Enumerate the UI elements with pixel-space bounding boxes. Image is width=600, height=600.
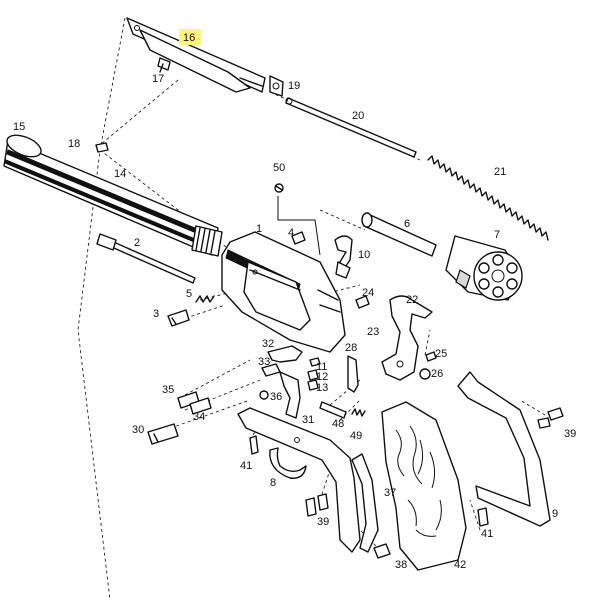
frame-part[interactable] xyxy=(221,231,346,353)
label-49[interactable]: 49 xyxy=(350,430,362,442)
bolt-part[interactable] xyxy=(267,345,303,363)
label-32[interactable]: 32 xyxy=(262,338,274,350)
label-31[interactable]: 31 xyxy=(302,414,314,426)
hammer-screw-part[interactable] xyxy=(419,368,431,380)
ejector-rod-part[interactable] xyxy=(285,97,417,158)
label-35[interactable]: 35 xyxy=(162,384,174,396)
label-39-lower[interactable]: 39 xyxy=(317,516,329,528)
label-24[interactable]: 24 xyxy=(362,287,374,299)
label-3[interactable]: 3 xyxy=(153,308,159,320)
grip-screw-part[interactable] xyxy=(373,543,391,559)
label-6[interactable]: 6 xyxy=(404,218,410,230)
label-25[interactable]: 25 xyxy=(435,348,447,360)
label-34[interactable]: 34 xyxy=(193,411,205,423)
front-sight-pin-part[interactable] xyxy=(95,142,109,153)
grip-panel-part[interactable] xyxy=(381,401,467,571)
label-30[interactable]: 30 xyxy=(132,424,144,436)
hand-part[interactable] xyxy=(334,235,353,279)
label-50[interactable]: 50 xyxy=(273,162,285,174)
label-19[interactable]: 19 xyxy=(288,80,300,92)
hammer-part[interactable] xyxy=(381,295,433,381)
label-8[interactable]: 8 xyxy=(270,477,276,489)
small-spring-part[interactable] xyxy=(195,295,215,303)
label-7[interactable]: 7 xyxy=(494,229,500,241)
label-18[interactable]: 18 xyxy=(68,138,80,150)
grip-frame-screw-part[interactable] xyxy=(477,507,489,527)
callout-labels: 16 17 19 20 15 18 14 21 50 1 6 7 2 4 10 … xyxy=(13,32,576,571)
ejector-head-part[interactable] xyxy=(269,75,284,97)
trigger-guard-part[interactable] xyxy=(237,407,361,553)
label-11[interactable]: 11 xyxy=(316,361,327,373)
trigger-part[interactable] xyxy=(279,371,301,419)
label-22[interactable]: 22 xyxy=(406,294,418,306)
label-16[interactable]: 16 xyxy=(183,32,195,44)
label-20[interactable]: 20 xyxy=(352,110,364,122)
ejector-rod-housing-part[interactable] xyxy=(126,17,266,93)
backstrap-part[interactable] xyxy=(351,453,379,553)
label-23[interactable]: 23 xyxy=(367,326,379,338)
label-1[interactable]: 1 xyxy=(256,223,262,235)
label-21[interactable]: 21 xyxy=(494,166,506,178)
grip-frame-part[interactable] xyxy=(457,371,551,527)
cylinder-pin-screw-part[interactable] xyxy=(291,231,306,245)
guard-screw-rear-part[interactable] xyxy=(305,493,329,517)
gate-screw-part[interactable] xyxy=(355,295,370,309)
label-12[interactable]: 12 xyxy=(316,371,328,383)
label-39-right[interactable]: 39 xyxy=(564,428,576,440)
label-2[interactable]: 2 xyxy=(134,237,140,249)
label-26[interactable]: 26 xyxy=(431,368,443,380)
base-pin-spring-part[interactable] xyxy=(319,401,366,419)
bolt-screw-part[interactable] xyxy=(259,390,269,400)
label-10[interactable]: 10 xyxy=(358,249,370,261)
trigger-screw-part[interactable] xyxy=(167,309,190,327)
label-4[interactable]: 4 xyxy=(288,227,294,239)
bolt-spring-part[interactable] xyxy=(347,355,359,393)
label-16-highlight xyxy=(179,29,201,45)
label-48[interactable]: 48 xyxy=(332,418,344,430)
label-42[interactable]: 42 xyxy=(454,559,466,571)
housing-screw-part[interactable] xyxy=(157,57,171,73)
label-28[interactable]: 28 xyxy=(345,342,357,354)
hammer-pin-small-part[interactable] xyxy=(425,351,437,362)
label-5[interactable]: 5 xyxy=(186,288,192,300)
label-41-left[interactable]: 41 xyxy=(240,460,252,472)
label-17[interactable]: 17 xyxy=(152,73,164,85)
base-pin-part[interactable] xyxy=(361,212,437,257)
leader-line-1 xyxy=(277,196,321,256)
base-pin-screw-part[interactable] xyxy=(147,423,179,445)
label-37[interactable]: 37 xyxy=(384,487,396,499)
small-pins-group[interactable] xyxy=(307,357,321,391)
frame-screw-part[interactable] xyxy=(274,183,284,193)
hammer-pin-part[interactable] xyxy=(96,233,196,284)
label-36[interactable]: 36 xyxy=(270,391,282,403)
ejector-spring-part[interactable] xyxy=(427,155,549,241)
label-15[interactable]: 15 xyxy=(13,121,25,133)
label-38[interactable]: 38 xyxy=(395,559,407,571)
guard-screw-front-part[interactable] xyxy=(249,435,259,455)
label-14[interactable]: 14 xyxy=(114,168,126,180)
grip-frame-screws-upper-part[interactable] xyxy=(537,407,564,429)
barrel-part[interactable] xyxy=(3,131,223,257)
cylinder-part[interactable] xyxy=(445,235,523,301)
label-13[interactable]: 13 xyxy=(316,382,328,394)
label-33[interactable]: 33 xyxy=(258,356,270,368)
label-9[interactable]: 9 xyxy=(552,508,558,520)
label-41-right[interactable]: 41 xyxy=(481,528,493,540)
frame-screws-part[interactable] xyxy=(177,391,212,415)
